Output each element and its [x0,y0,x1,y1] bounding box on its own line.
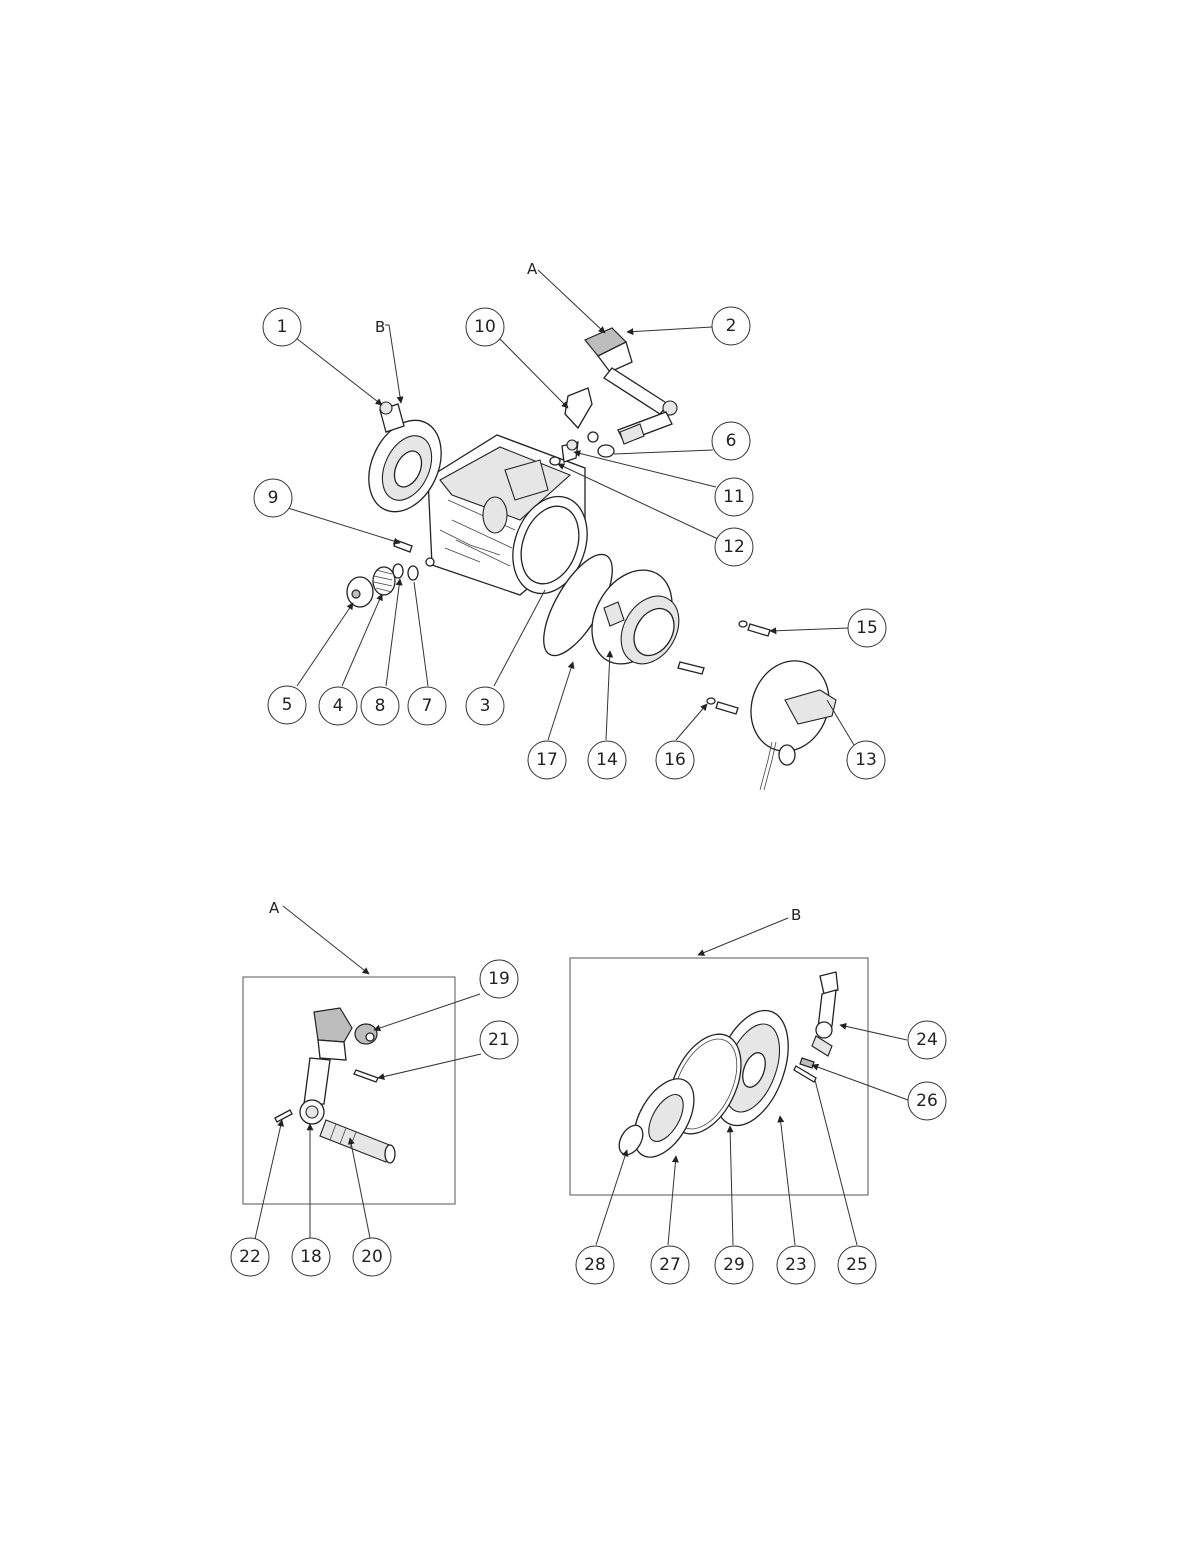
balloon-18: 18 [291,1237,331,1277]
balloon-11: 11 [714,477,754,517]
detail-b: B [569,906,947,1285]
svg-text:1: 1 [277,317,288,337]
detail-a: A 19 21 22 [230,899,519,1277]
lever-arm [584,327,678,445]
pin-part-11 [561,439,579,463]
balloon-2: 2 [711,306,751,346]
balloon-14: 14 [587,740,627,780]
balloon-16: 16 [655,740,695,780]
reference-a-detail: A [269,899,280,917]
svg-text:17: 17 [536,750,558,770]
cap-part-5 [346,576,374,608]
detail-a-frame [242,976,456,1205]
svg-text:13: 13 [855,750,877,770]
svg-text:26: 26 [916,1091,938,1111]
ring-part-8 [392,563,404,579]
svg-text:7: 7 [422,696,433,716]
balloon-20: 20 [352,1237,392,1277]
svg-text:6: 6 [726,431,737,451]
flange-plate [368,401,442,513]
balloon-23: 23 [776,1245,816,1285]
disk-part-27 [633,1078,695,1158]
balloon-15: 15 [847,608,887,648]
svg-text:29: 29 [723,1255,745,1275]
bushing-part-19 [354,1023,378,1045]
balloon-19: 19 [479,959,519,999]
shaft-part-20 [319,1119,396,1164]
balloon-25: 25 [837,1245,877,1285]
balloon-26: 26 [907,1081,947,1121]
spring-part-4 [372,566,396,596]
balloon-27: 27 [650,1245,690,1285]
small-pin [425,557,435,567]
svg-text:22: 22 [239,1247,261,1267]
svg-text:11: 11 [723,487,745,507]
svg-text:25: 25 [846,1255,868,1275]
bolt-part-15 [738,620,771,637]
svg-text:18: 18 [300,1247,322,1267]
svg-text:14: 14 [596,750,618,770]
svg-text:8: 8 [375,696,386,716]
svg-text:3: 3 [480,696,491,716]
coupling-part [591,569,705,675]
reference-a-top: A [527,260,538,278]
leader-lines-top [287,269,855,746]
balloon-21: 21 [479,1020,519,1060]
svg-text:27: 27 [659,1255,681,1275]
pin-part-25 [793,1065,817,1083]
handle-part-18 [299,1007,353,1125]
balloon-13: 13 [846,740,886,780]
svg-text:16: 16 [664,750,686,770]
svg-text:4: 4 [333,696,344,716]
balloon-3: 3 [465,686,505,726]
cap-part-13 [750,660,837,791]
ring-part-6 [597,444,615,458]
balloon-29: 29 [714,1245,754,1285]
svg-text:23: 23 [785,1255,807,1275]
reference-b-detail: B [791,906,801,924]
svg-text:10: 10 [474,317,496,337]
reference-b-top: B [375,318,385,336]
balloon-1: 1 [262,307,302,347]
svg-text:28: 28 [584,1255,606,1275]
svg-text:20: 20 [361,1247,383,1267]
balloon-7: 7 [407,686,447,726]
svg-text:21: 21 [488,1030,510,1050]
balloon-8: 8 [360,686,400,726]
balloon-9: 9 [253,478,293,518]
housing-body [427,434,588,596]
balloon-4: 4 [318,686,358,726]
balloon-10: 10 [465,307,505,347]
svg-text:24: 24 [916,1030,938,1050]
balloon-22: 22 [230,1237,270,1277]
washer-part-12 [549,456,561,466]
ring-part-7 [407,565,419,581]
balloon-17: 17 [527,740,567,780]
svg-text:12: 12 [723,537,745,557]
main-assembly: A B 1 2 10 6 11 12 9 15 5 4 8 7 3 17 14 … [253,260,887,791]
detail-b-frame [569,957,869,1196]
pin-part-21 [353,1069,379,1083]
svg-text:2: 2 [726,316,737,336]
handle-part-24 [811,971,839,1057]
balloon-6: 6 [711,421,751,461]
svg-text:15: 15 [856,618,878,638]
bolt-part-16 [706,697,739,715]
svg-text:19: 19 [488,969,510,989]
svg-text:9: 9 [268,488,279,508]
balloon-5: 5 [267,685,307,725]
spring-part-26 [799,1057,815,1069]
clip-part [564,387,599,443]
balloon-28: 28 [575,1245,615,1285]
svg-text:5: 5 [282,695,293,715]
balloon-24: 24 [907,1020,947,1060]
pin-part-22 [274,1109,293,1123]
balloon-12: 12 [714,527,754,567]
